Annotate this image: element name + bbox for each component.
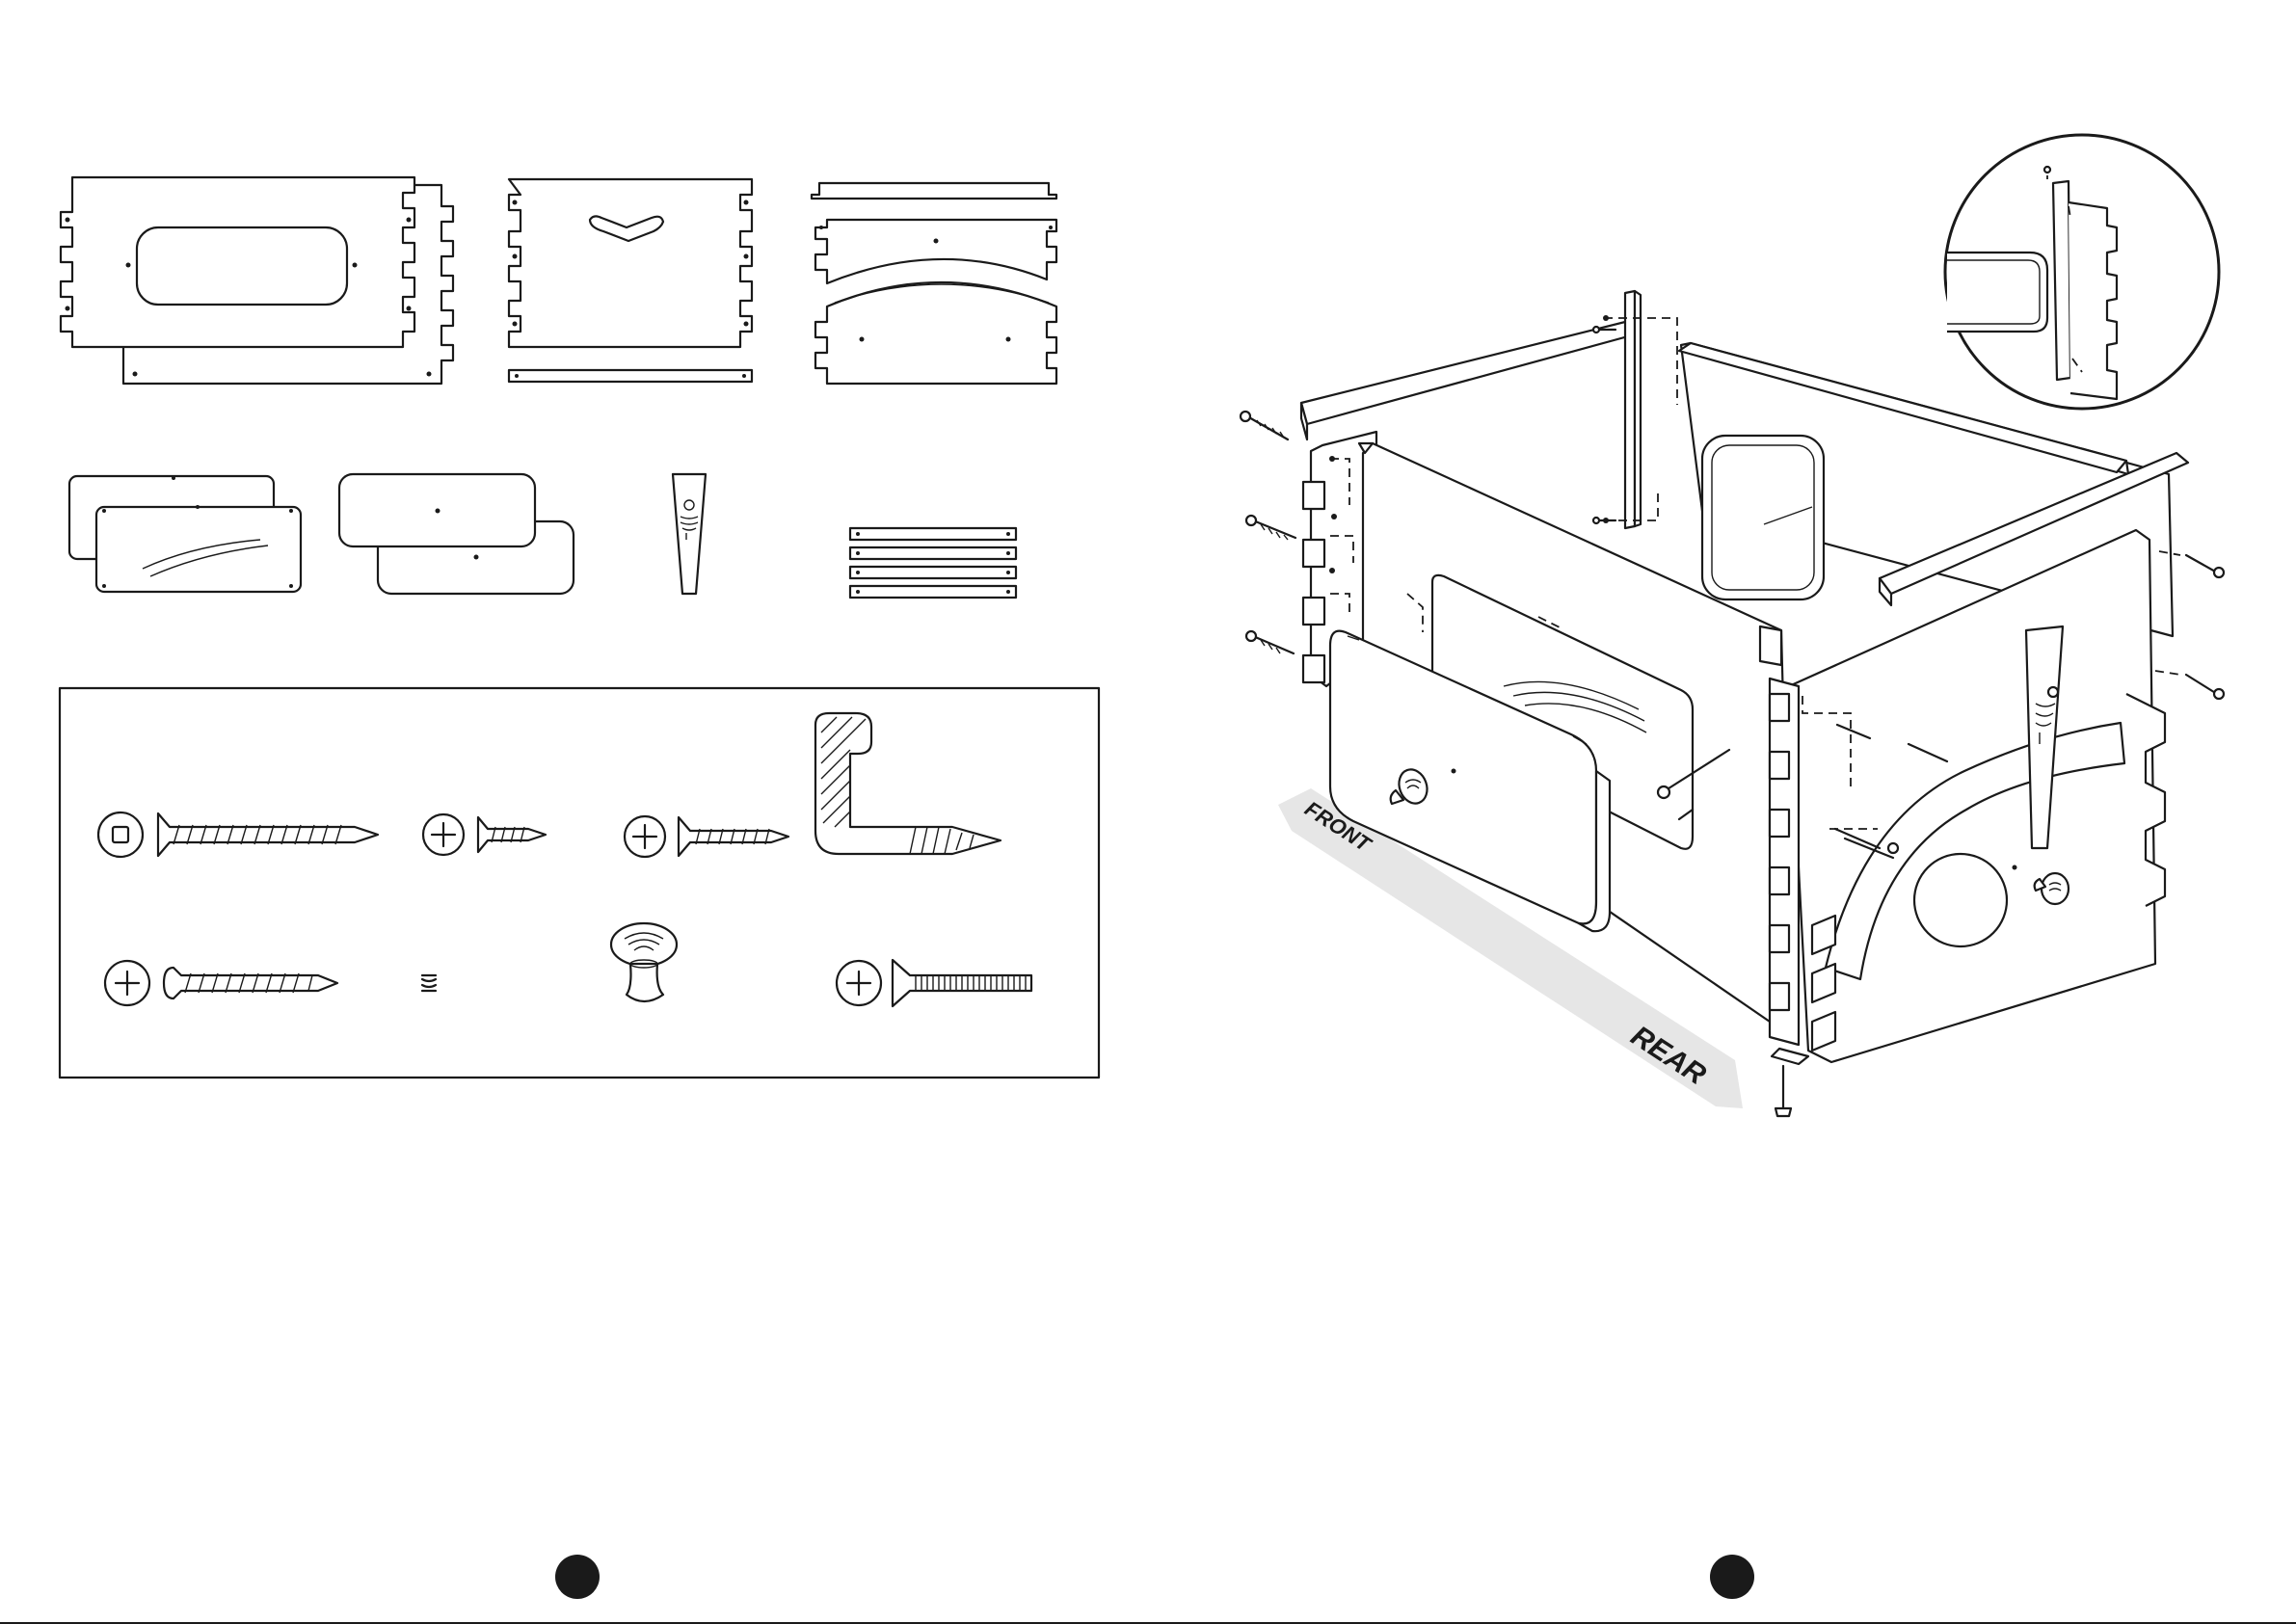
hardware-box <box>60 688 1099 1078</box>
part-cover-plates <box>339 474 574 594</box>
part-wedge-latch <box>673 474 706 594</box>
part-cleat <box>509 370 752 382</box>
hardware-l-hook-screw <box>815 713 1001 854</box>
part-slats <box>850 528 1016 598</box>
detail-callout-circle <box>1945 135 2219 409</box>
part-end-panel <box>509 179 752 347</box>
hardware-pan-head-screw <box>105 961 337 1005</box>
part-side-panel-window <box>61 177 414 347</box>
hardware-spring <box>422 975 436 991</box>
part-top-rail <box>812 183 1056 199</box>
hardware-short-phillips-screw <box>423 814 546 855</box>
right-page-number-dot <box>1710 1555 1754 1599</box>
assembly-rear-end-panel <box>1789 530 2165 1062</box>
left-page-number-dot <box>555 1555 600 1599</box>
part-upper-arch-board <box>815 220 1056 283</box>
hardware-medium-phillips-screw <box>625 816 788 857</box>
hardware-machine-screw <box>837 960 1031 1006</box>
hardware-square-drive-screw <box>98 812 378 857</box>
part-lower-arch-board <box>815 282 1056 384</box>
part-window-panes <box>69 476 301 592</box>
assembly-top-rail-left <box>1301 320 1639 439</box>
hardware-knob <box>611 923 677 1001</box>
